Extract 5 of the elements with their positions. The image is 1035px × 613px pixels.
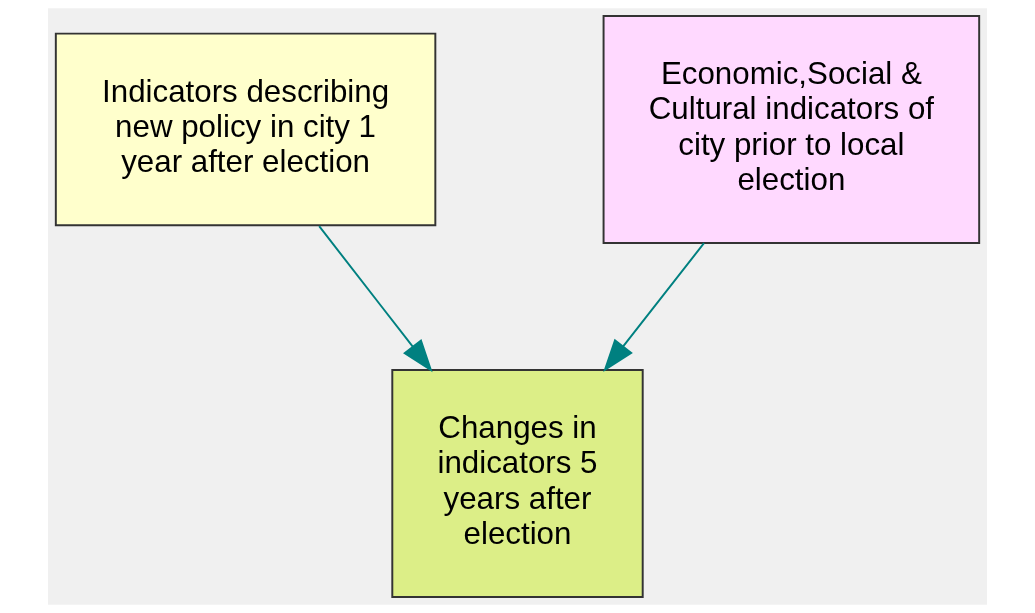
arrow bbox=[603, 242, 705, 373]
arrow bbox=[318, 225, 433, 373]
node-box: Economic,Social & Cultural indicators of city prior to local election bbox=[602, 15, 981, 244]
node-box: Changes in indicators 5 years after election bbox=[391, 369, 644, 598]
node-box: Indicators describing new policy in city 1 year after election bbox=[54, 32, 437, 227]
